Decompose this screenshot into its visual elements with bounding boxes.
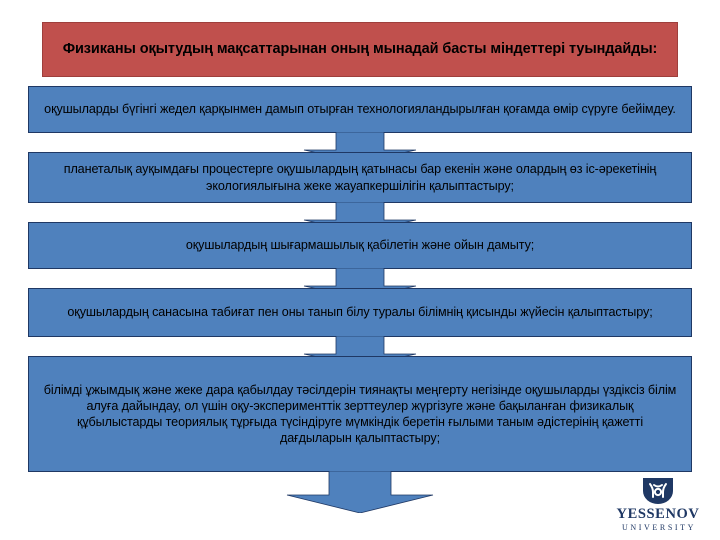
yessenov-university-logo: YESSENOV UNIVERSITY [610,476,706,533]
objective-text-4: оқушылардың санасына табиғат пен оны тан… [67,305,653,320]
objective-box-2: планеталық ауқымдағы процестерге оқушыла… [28,152,692,203]
slide-title-banner: Физиканы оқытудың мақсаттарынан оның мын… [42,22,678,77]
logo-wordmark: YESSENOV [616,505,700,522]
objective-text-1: оқушыларды бүгінгі жедел қарқынмен дамып… [44,102,676,117]
objective-text-5: білімді ұжымдық және жеке дара қабылдау … [43,382,677,446]
objective-box-4: оқушылардың санасына табиғат пен оны тан… [28,288,692,337]
down-arrow-icon-5 [265,471,455,513]
logo-subtitle: UNIVERSITY [622,523,696,532]
objective-text-3: оқушылардың шығармашылық қабілетін және … [185,238,535,253]
objective-box-3: оқушылардың шығармашылық қабілетін және … [28,222,692,269]
objective-text-2: планеталық ауқымдағы процестерге оқушыла… [63,162,657,193]
objective-box-1: оқушыларды бүгінгі жедел қарқынмен дамып… [28,86,692,133]
yessenov-shield-icon [643,477,673,504]
slide-title-text: Физиканы оқытудың мақсаттарынан оның мын… [62,40,658,57]
objective-box-5: білімді ұжымдық және жеке дара қабылдау … [28,356,692,472]
